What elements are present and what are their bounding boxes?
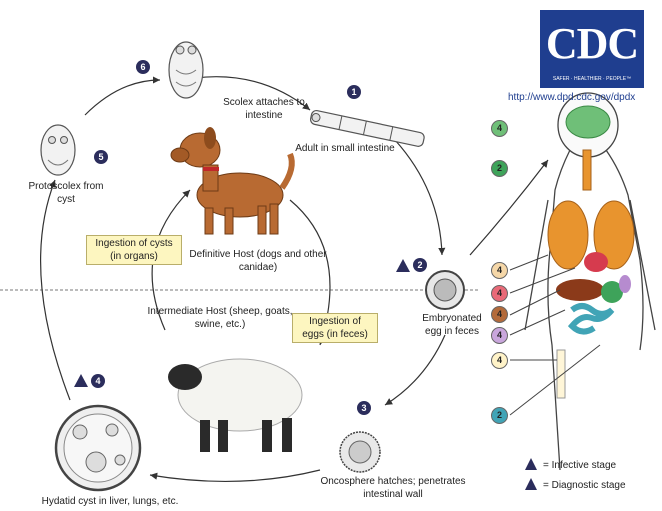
- dog-drawing: [171, 127, 292, 234]
- stage-1-label: Adult in small intestine: [275, 142, 415, 155]
- stage-6-marker: 6: [136, 60, 150, 74]
- ingestion-of-cysts-box: Ingestion of cysts (in organs): [86, 235, 182, 265]
- stage-4-diagnostic-icon: [74, 374, 88, 387]
- arrow-1-to-2: [395, 140, 442, 255]
- cdc-url-link[interactable]: http://www.dpd.cdc.gov/dpdx: [508, 92, 635, 103]
- stage-3-marker: 3: [357, 401, 371, 415]
- organ-marker-brain: 4: [491, 120, 508, 137]
- organ-marker-lung: 4: [491, 262, 508, 279]
- stage-2-label: Embryonated egg in feces: [416, 312, 488, 338]
- stage-5-marker: 5: [94, 150, 108, 164]
- arrow-3-to-4: [150, 470, 320, 481]
- arrow-to-human: [470, 160, 548, 255]
- stage-1-marker: 1: [347, 85, 361, 99]
- legend-diagnostic-icon: [525, 478, 537, 490]
- egg-drawing: [426, 271, 464, 309]
- stage-2-marker: 2: [413, 258, 427, 272]
- organ-marker-ingestion: 2: [491, 160, 508, 177]
- sheep-drawing: [168, 359, 302, 452]
- ingestion-of-eggs-box: Ingestion of eggs (in feces): [292, 313, 378, 343]
- organ-marker-heart: 4: [491, 285, 508, 302]
- legend-diagnostic-label: = Diagnostic stage: [543, 480, 626, 491]
- definitive-host-label: Definitive Host (dogs and other canidae): [178, 248, 338, 274]
- organ-marker-intestine: 2: [491, 407, 508, 424]
- arrow-2-to-3: [385, 335, 445, 405]
- human-figure-drawing: [510, 93, 655, 470]
- stage-5-label: Protoscolex from cyst: [26, 180, 106, 206]
- stage-2-infective-icon: [396, 259, 410, 272]
- organ-marker-liver: 4: [491, 306, 508, 323]
- oncosphere-drawing: [340, 432, 380, 472]
- legend-infective-icon: [525, 458, 537, 470]
- stage-4-label: Hydatid cyst in liver, lungs, etc.: [10, 495, 210, 508]
- stage-4-marker: 4: [91, 374, 105, 388]
- cdc-tagline: SAFER · HEALTHIER · PEOPLE™: [540, 76, 644, 82]
- stage-3-label: Oncosphere hatches; penetrates intestina…: [318, 475, 468, 505]
- arrow-5-to-6: [85, 80, 160, 115]
- legend-infective-label: = Infective stage: [543, 460, 616, 471]
- organ-marker-bone: 4: [491, 352, 508, 369]
- organ-marker-kidney: 4: [491, 327, 508, 344]
- hydatid-cyst-drawing: [56, 406, 140, 490]
- stage-6-label: Scolex attaches to intestine: [219, 96, 309, 122]
- scolex-drawing: [169, 42, 203, 98]
- intermediate-host-label: Intermediate Host (sheep, goats, swine, …: [145, 305, 295, 331]
- protoscolex-drawing: [41, 125, 75, 175]
